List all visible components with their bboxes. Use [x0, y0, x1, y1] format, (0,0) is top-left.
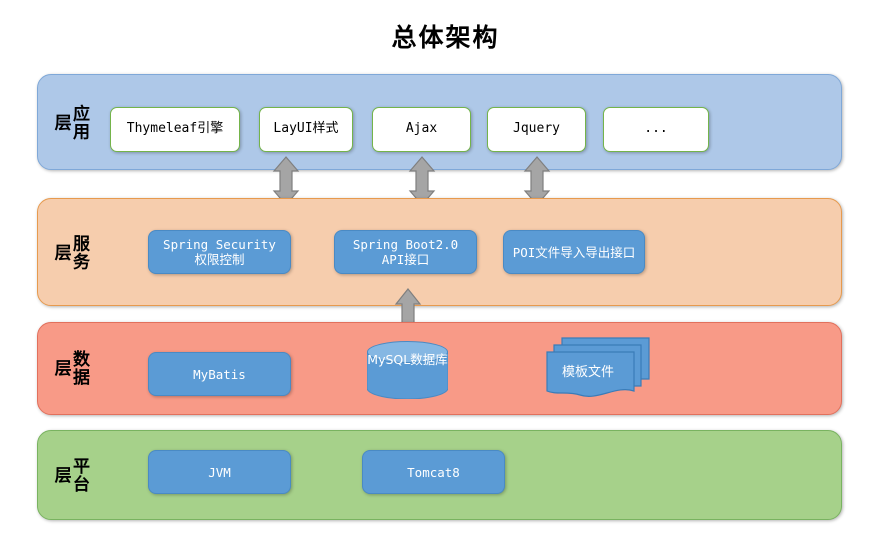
- database-cylinder-icon[interactable]: [367, 341, 448, 399]
- layer-service-label: 服务层: [50, 234, 89, 270]
- component-layui[interactable]: LayUI样式: [259, 107, 353, 152]
- multi-document-icon[interactable]: [546, 337, 650, 399]
- component-jquery[interactable]: Jquery: [487, 107, 586, 152]
- component-thymeleaf[interactable]: Thymeleaf引擎: [110, 107, 240, 152]
- component-poi[interactable]: POI文件导入导出接口: [503, 230, 645, 274]
- component-jvm[interactable]: JVM: [148, 450, 291, 494]
- page-title: 总体架构: [391, 23, 500, 52]
- component-tomcat[interactable]: Tomcat8: [362, 450, 505, 494]
- component-spring-boot[interactable]: Spring Boot2.0 API接口: [334, 230, 477, 274]
- layer-data-label: 数据层: [50, 350, 89, 387]
- layer-platform-label: 平台层: [50, 457, 89, 493]
- component-mybatis[interactable]: MyBatis: [148, 352, 291, 396]
- component-ajax[interactable]: Ajax: [372, 107, 471, 152]
- component-more[interactable]: ...: [603, 107, 709, 152]
- component-spring-security[interactable]: Spring Security 权限控制: [148, 230, 291, 274]
- layer-app-label: 应用层: [50, 104, 89, 140]
